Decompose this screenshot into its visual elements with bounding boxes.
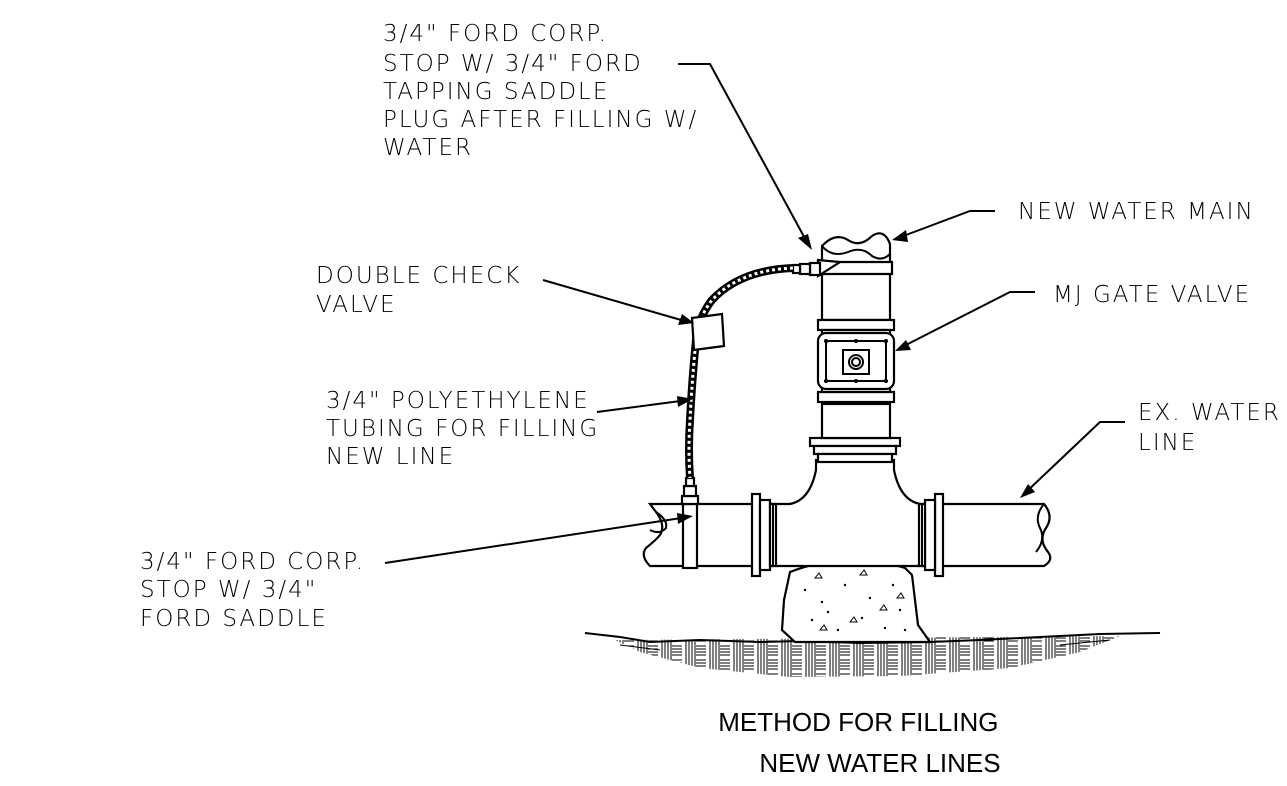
drawing-title: METHOD FOR FILLING NEW WATER LINES: [718, 707, 1005, 778]
leader-corp-stop-bottom: [384, 513, 693, 564]
tapping-saddle-top: [791, 258, 894, 279]
existing-water-line: [642, 458, 1052, 578]
polyethylene-tubing: [685, 264, 794, 479]
leader-mj-gate-valve: [895, 291, 1035, 351]
callout-double-check-valve: DOUBLE CHECK VALVE: [316, 263, 531, 318]
tapping-saddle-bottom: [680, 476, 700, 570]
leader-polyethylene-tubing: [596, 396, 693, 413]
callout-corp-stop-top: 3/4" FORD CORP. STOP W/ 3/4" FORD TAPPIN…: [383, 21, 708, 161]
mj-gate-valve: [816, 331, 896, 391]
leader-corp-stop-top: [678, 63, 812, 250]
callout-polyethylene-tubing: 3/4" POLYETHYLENE TUBING FOR FILLING NEW…: [326, 388, 608, 470]
leader-double-check-valve: [542, 279, 694, 325]
callout-mj-gate-valve: MJ GATE VALVE: [1053, 282, 1251, 308]
callout-ex-water-line: EX. WATER LINE: [1138, 400, 1287, 456]
leader-ex-water-line: [1020, 421, 1125, 498]
leader-new-water-main: [892, 210, 995, 242]
concrete-thrust-block: [780, 560, 933, 644]
double-check-valve: [690, 312, 726, 352]
callout-corp-stop-bottom: 3/4" FORD CORP. STOP W/ 3/4" FORD SADDLE: [140, 549, 374, 632]
callout-new-water-main: NEW WATER MAIN: [1018, 199, 1255, 225]
